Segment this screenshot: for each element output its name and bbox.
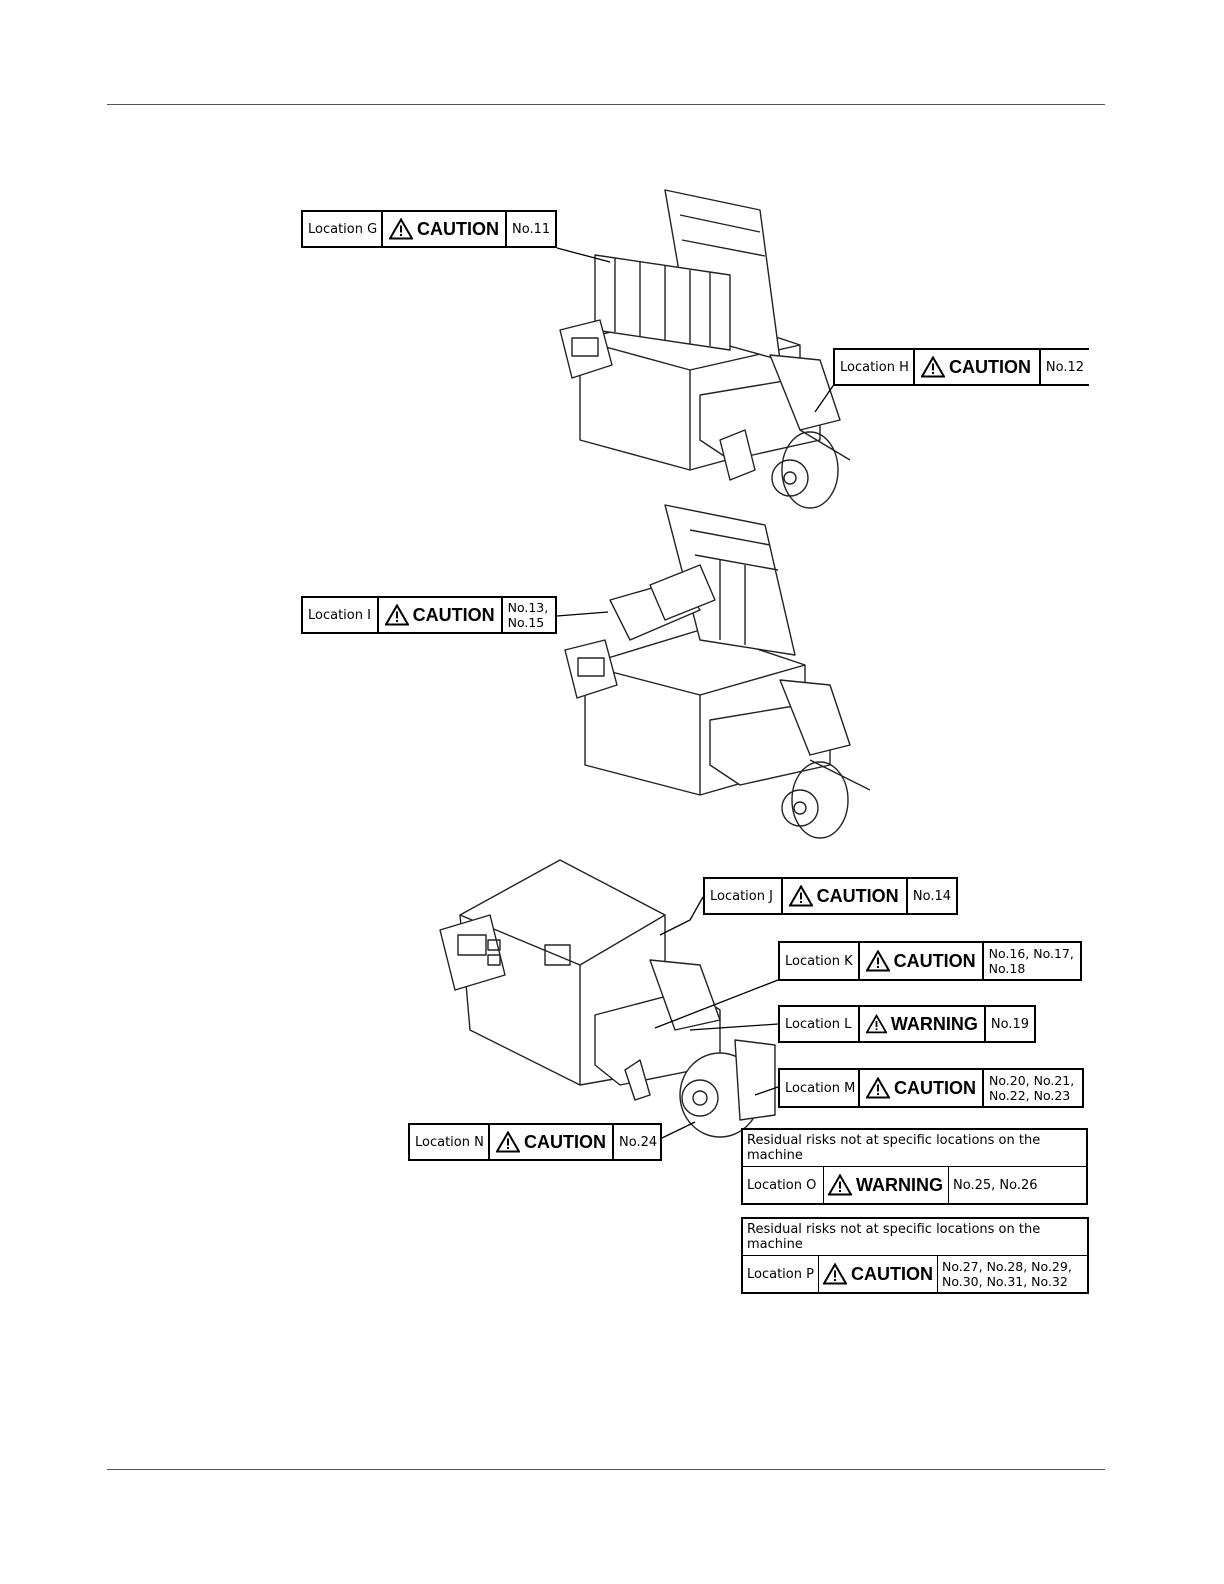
residual-heading: Residual risks not at specific locations…	[743, 1130, 1086, 1167]
location-name: Location O	[743, 1167, 824, 1203]
warning-triangle-icon	[496, 1131, 520, 1153]
warning-triangle-icon	[865, 950, 890, 972]
location-name: Location N	[410, 1125, 490, 1159]
label-location-g: Location G CAUTION No.11	[301, 210, 557, 248]
warning-triangle-icon	[384, 604, 409, 626]
warning-triangle-icon	[788, 885, 813, 907]
hazard-numbers: No.13, No.15	[507, 600, 549, 630]
signal-text: CAUTION	[417, 218, 499, 239]
footer-rule	[107, 1469, 1105, 1470]
printer-illustration-1	[559, 189, 851, 509]
warning-triangle-icon	[822, 1263, 847, 1285]
signal-text: CAUTION	[893, 950, 976, 971]
label-location-n: Location N CAUTION No.24	[408, 1123, 662, 1161]
hazard-numbers: No.11	[512, 221, 551, 237]
leader-lines	[556, 247, 836, 1139]
signal-word: CAUTION	[379, 598, 503, 632]
hazard-numbers: No.12	[1045, 359, 1084, 375]
residual-risk-box-p: Residual risks not at specific locations…	[741, 1217, 1089, 1294]
signal-text: CAUTION	[850, 1263, 933, 1284]
label-location-k: Location K CAUTION No.16, No.17, No.18	[778, 941, 1082, 981]
hazard-numbers: No.19	[990, 1016, 1029, 1032]
label-location-m: Location M CAUTION No.20, No.21, No.22, …	[778, 1068, 1084, 1108]
warning-triangle-icon	[866, 1077, 890, 1099]
location-name: Location H	[835, 350, 915, 384]
header-rule	[107, 104, 1105, 105]
signal-word: CAUTION	[915, 350, 1041, 384]
signal-word: WARNING	[860, 1007, 986, 1041]
location-name: Location K	[780, 943, 860, 979]
signal-text: CAUTION	[949, 356, 1031, 377]
hazard-numbers: No.20, No.21, No.22, No.23	[989, 1073, 1075, 1103]
location-name: Location G	[303, 212, 383, 246]
printer-illustration-2	[564, 504, 871, 839]
signal-text: CAUTION	[412, 604, 495, 625]
residual-heading: Residual risks not at specific locations…	[743, 1219, 1087, 1256]
label-location-l: Location L WARNING No.19	[778, 1005, 1036, 1043]
warning-triangle-icon	[828, 1174, 852, 1196]
label-location-i: Location I CAUTION No.13, No.15	[301, 596, 557, 634]
warning-triangle-icon	[921, 356, 945, 378]
signal-word: CAUTION	[783, 879, 908, 913]
location-name: Location L	[780, 1007, 860, 1041]
location-name: Location P	[743, 1256, 819, 1292]
signal-word: CAUTION	[860, 1070, 984, 1106]
hazard-numbers: No.16, No.17, No.18	[988, 946, 1074, 976]
signal-word: CAUTION	[490, 1125, 614, 1159]
hazard-numbers: No.25, No.26	[953, 1177, 1038, 1193]
location-name: Location J	[705, 879, 783, 913]
warning-triangle-icon	[865, 1013, 887, 1034]
residual-risk-box-o: Residual risks not at specific locations…	[741, 1128, 1088, 1205]
warning-triangle-icon	[389, 218, 413, 240]
signal-word: CAUTION	[860, 943, 984, 979]
label-location-j: Location J CAUTION No.14	[703, 877, 958, 915]
hazard-numbers: No.27, No.28, No.29, No.30, No.31, No.32	[941, 1259, 1072, 1289]
signal-word: WARNING	[824, 1167, 949, 1203]
location-name: Location M	[780, 1070, 860, 1106]
signal-text: CAUTION	[524, 1131, 606, 1152]
hazard-numbers: No.14	[912, 888, 951, 904]
signal-word: CAUTION	[819, 1256, 938, 1292]
signal-text: CAUTION	[816, 885, 899, 906]
hazard-numbers: No.24	[619, 1134, 658, 1150]
printer-illustration-3	[439, 859, 776, 1138]
signal-text: CAUTION	[894, 1077, 976, 1098]
signal-text: WARNING	[856, 1174, 943, 1195]
location-name: Location I	[303, 598, 379, 632]
signal-text: WARNING	[890, 1013, 978, 1034]
signal-word: CAUTION	[383, 212, 507, 246]
label-location-h: Location H CAUTION No.12	[833, 348, 1089, 386]
